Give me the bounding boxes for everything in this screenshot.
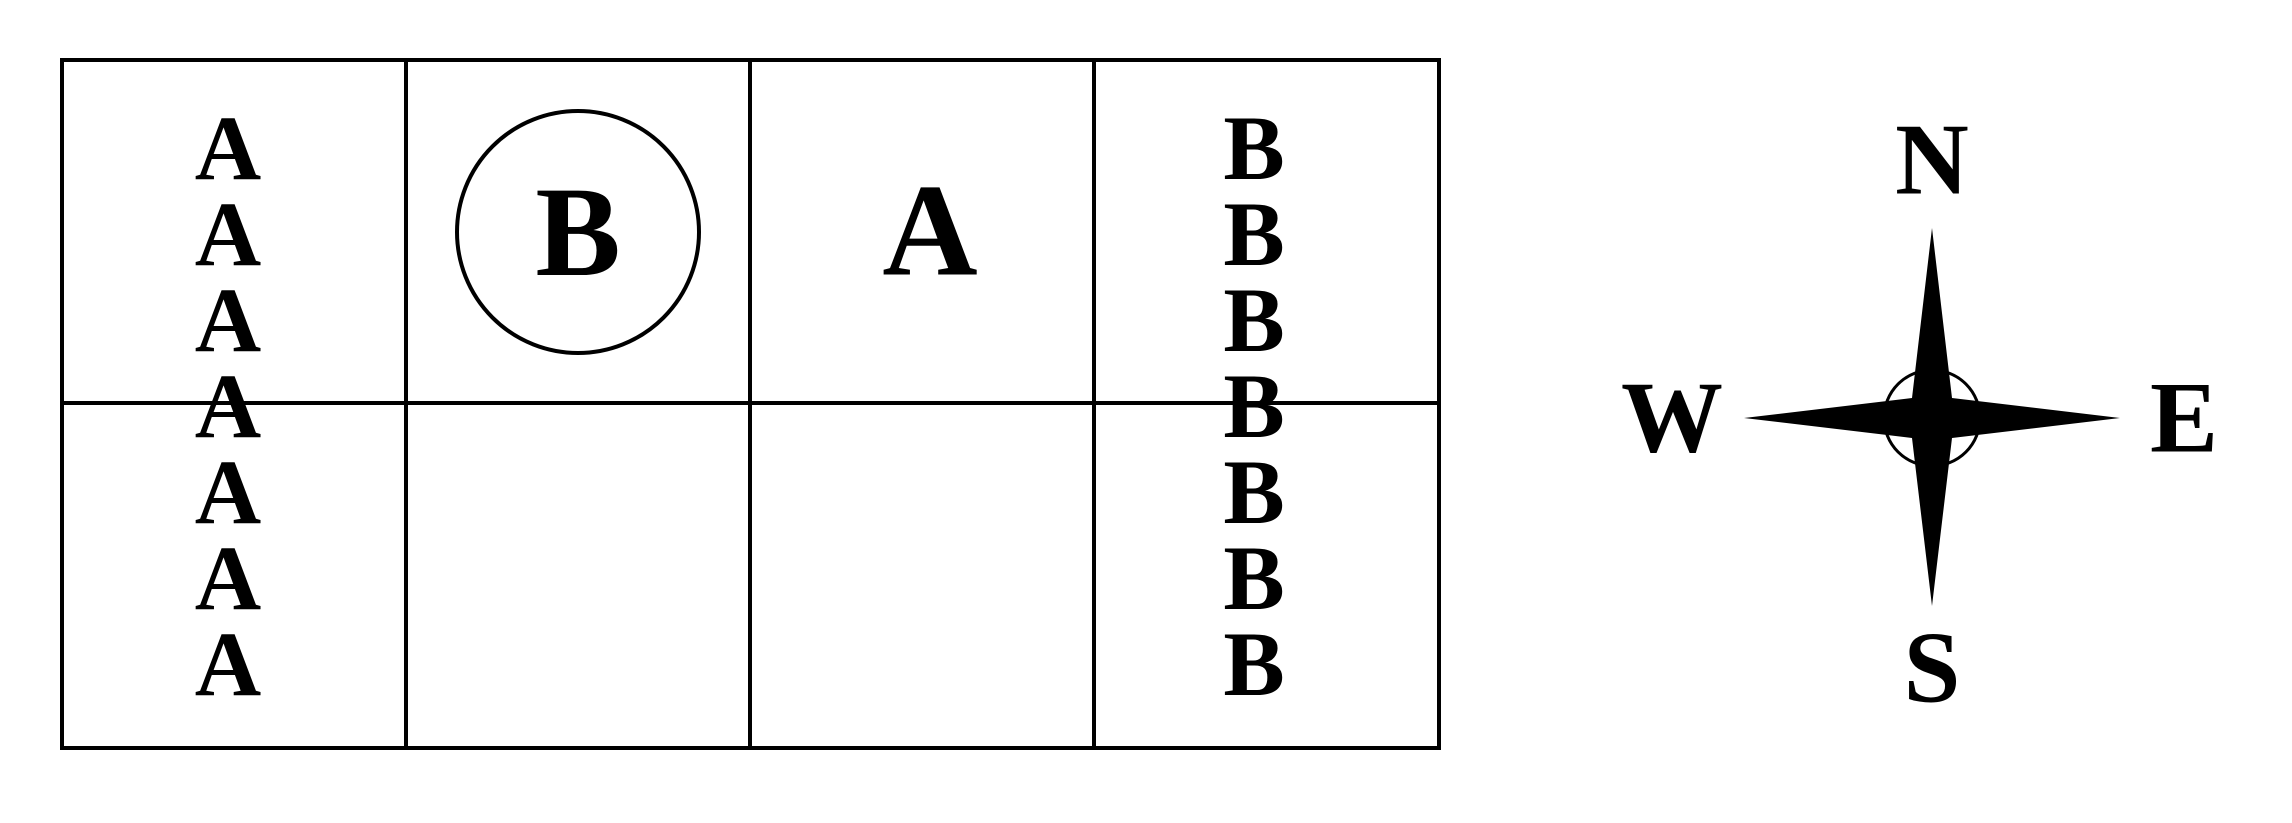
right-stack-letter-6: B [1223,527,1284,629]
left-stack-letter-2: A [195,183,261,285]
compass-west-label: W [1621,362,1723,475]
compass-south-label: S [1904,612,1961,725]
left-stack-letter-1: A [195,97,261,199]
left-stack-letter-7: A [195,613,261,715]
circle-outline [455,109,701,355]
right-stack-letter-4: B [1223,355,1284,457]
circled-letter: B [535,161,620,303]
right-stack-letter-1: B [1223,97,1284,199]
right-stack-letter-2: B [1223,183,1284,285]
grid [60,58,1441,750]
left-stack-letter-3: A [195,269,261,371]
left-stack-letter-6: A [195,527,261,629]
right-stack-letter-5: B [1223,441,1284,543]
compass-star-icon [1744,228,2120,606]
left-stack-letter-5: A [195,441,261,543]
circled-letter-group: B [455,109,701,355]
compass-north-label: N [1895,104,1969,217]
compass-rose: N S E W [1621,104,2218,725]
right-stack-letter-3: B [1223,269,1284,371]
left-stack-letter-4: A [195,355,261,457]
single-letter: A [882,157,977,304]
compass-east-label: E [2150,362,2218,475]
right-stack-letter-7: B [1223,613,1284,715]
